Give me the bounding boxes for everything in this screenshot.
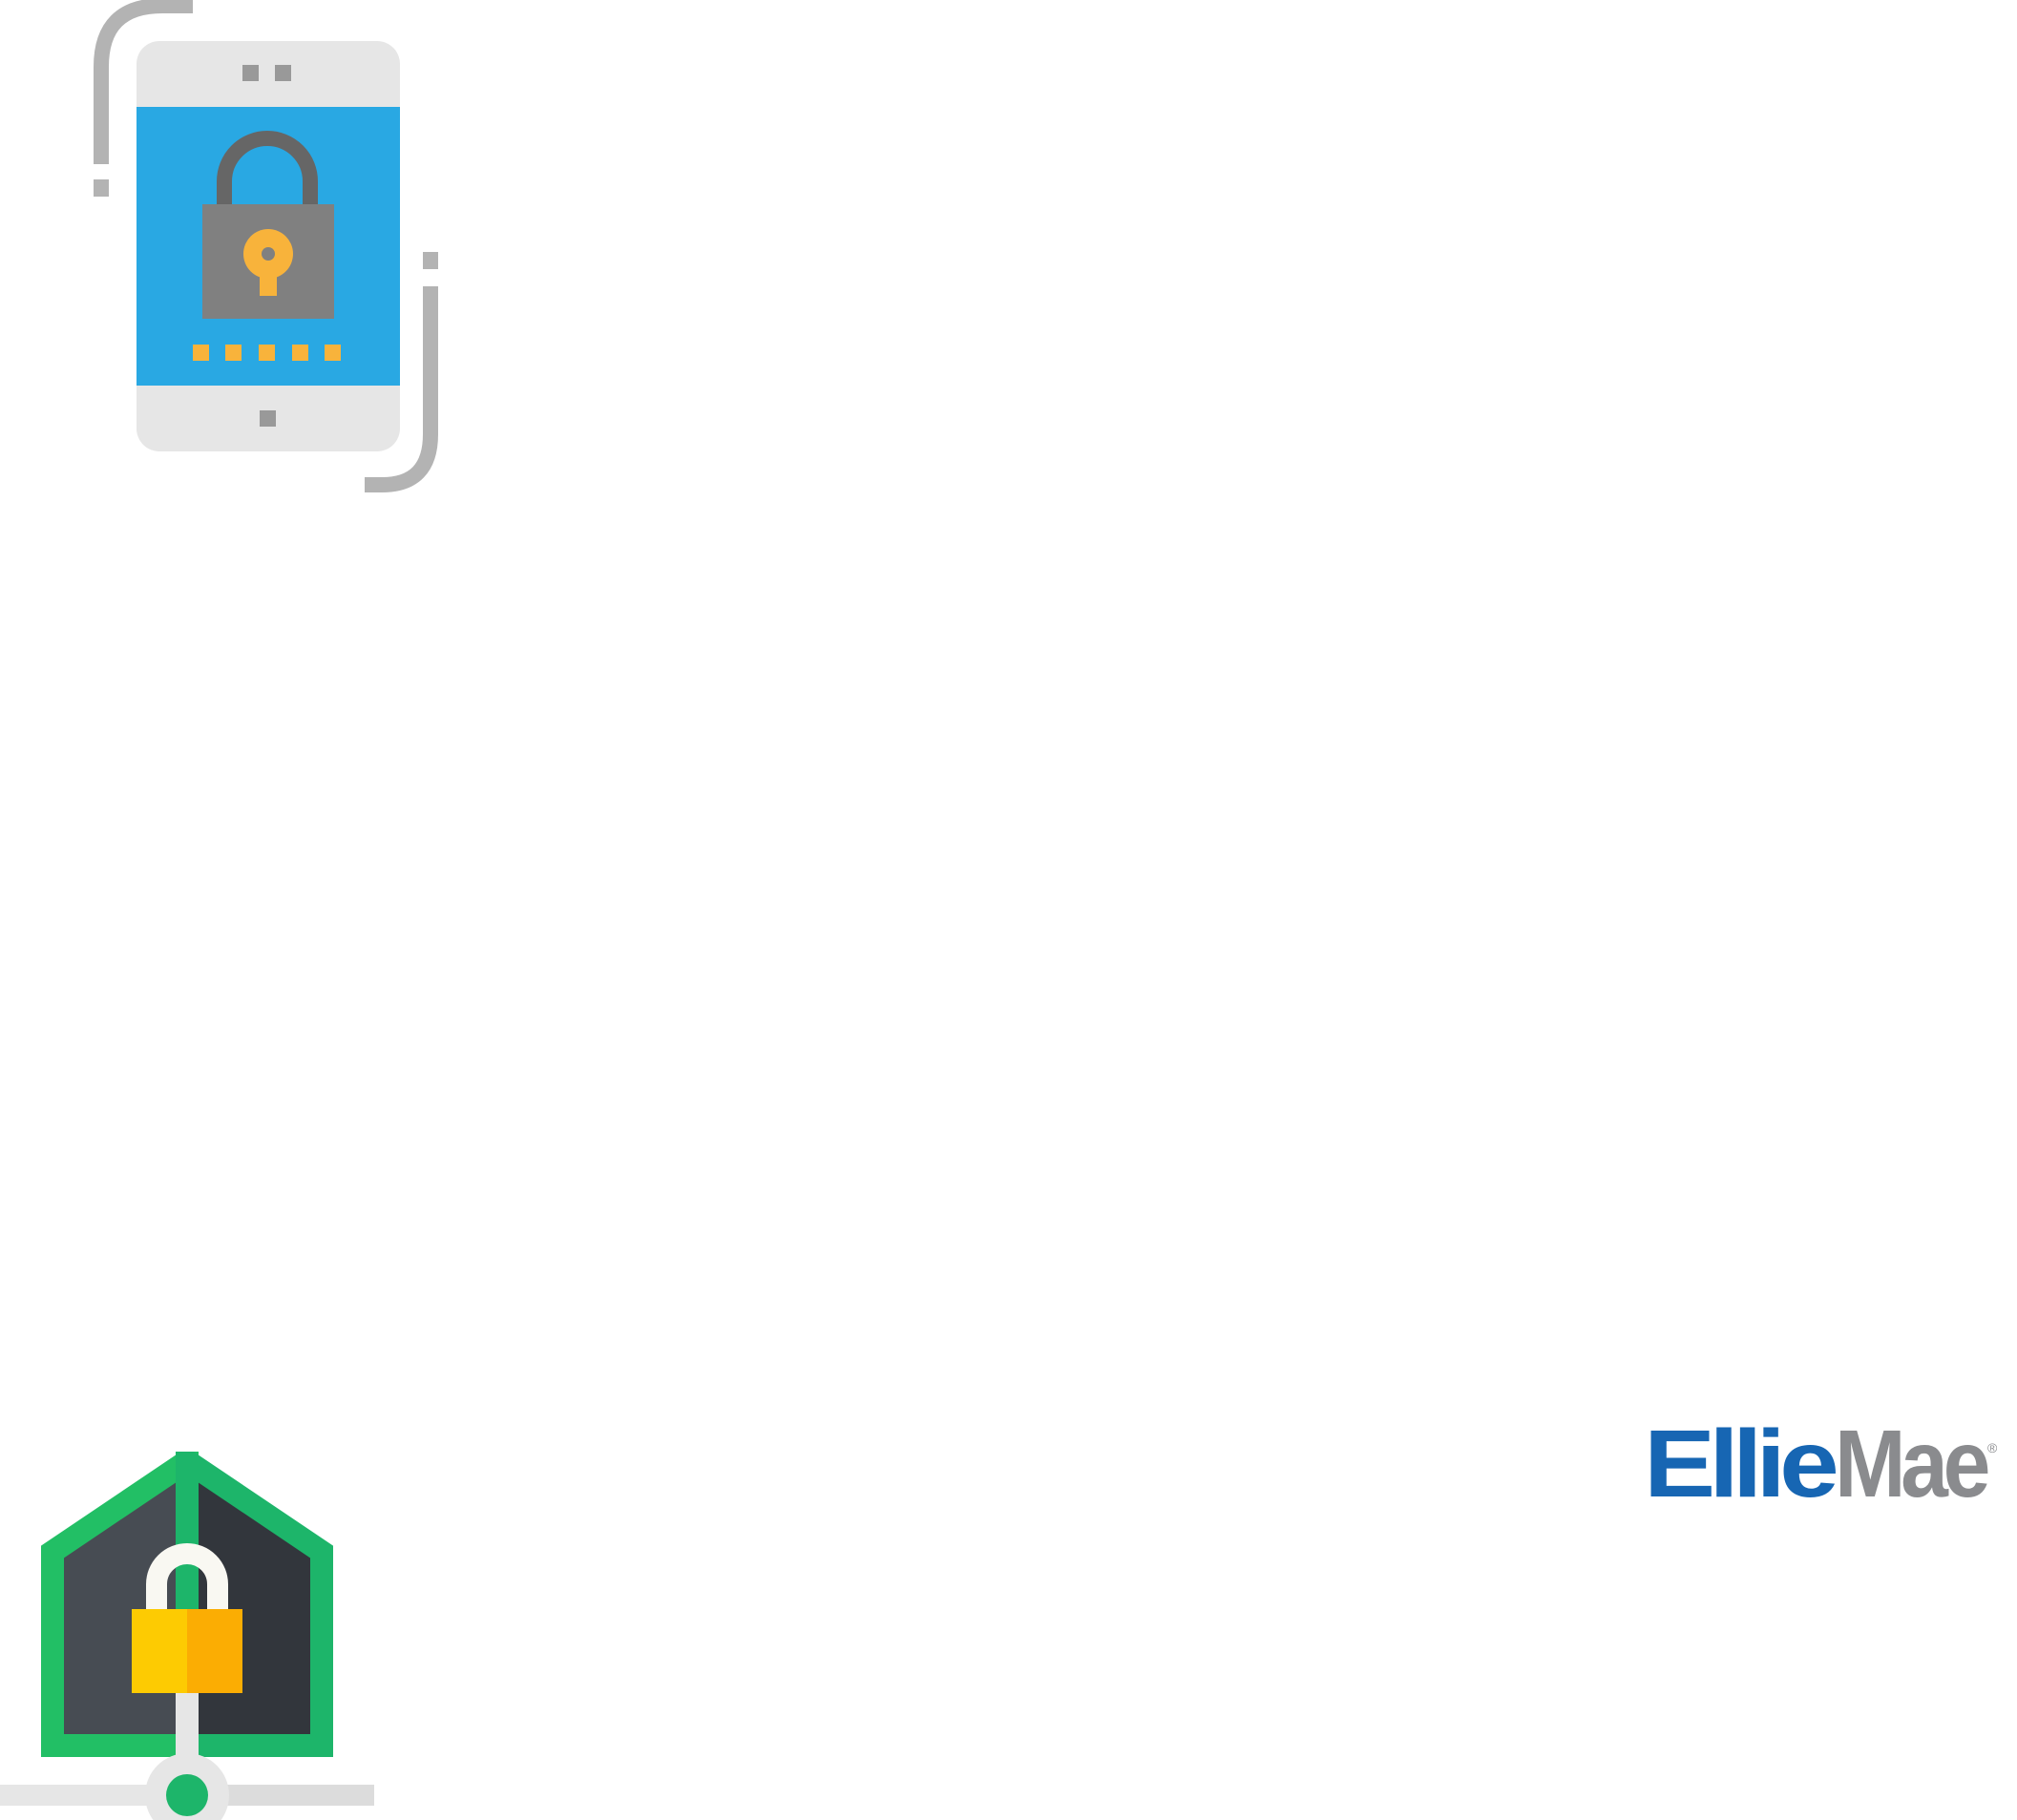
elliemae-logo: Ellie Mae ® <box>1644 1411 1998 1517</box>
network-node <box>166 1774 208 1816</box>
house-padlock-left <box>132 1609 187 1693</box>
padlock-shackle <box>217 131 318 205</box>
phone-camera-dot <box>275 65 291 81</box>
keyhole-stem <box>260 263 277 296</box>
mobile-lock-icon <box>94 0 438 492</box>
network-line-right <box>187 1785 374 1806</box>
logo-text-mae: Mae <box>1835 1414 1988 1510</box>
logo-text-ellie: Ellie <box>1644 1414 1837 1510</box>
keyhole-center <box>262 247 275 261</box>
home-network-lock-icon <box>0 1452 374 1820</box>
frame-dash-left <box>94 179 109 197</box>
house-padlock-right <box>187 1609 242 1693</box>
frame-arc-bottom-right <box>365 286 438 492</box>
elliemae-logo-graphic: Ellie Mae ® <box>1644 1411 1998 1517</box>
logo-registered-mark: ® <box>1987 1440 1997 1455</box>
pin-dots <box>193 345 341 361</box>
phone-speaker-dot <box>242 65 259 81</box>
frame-arc-top-left <box>94 0 193 164</box>
house-padlock-shackle <box>146 1543 228 1622</box>
network-line-left <box>0 1785 187 1806</box>
phone-home-button <box>260 410 276 427</box>
frame-dash-right <box>423 252 438 269</box>
